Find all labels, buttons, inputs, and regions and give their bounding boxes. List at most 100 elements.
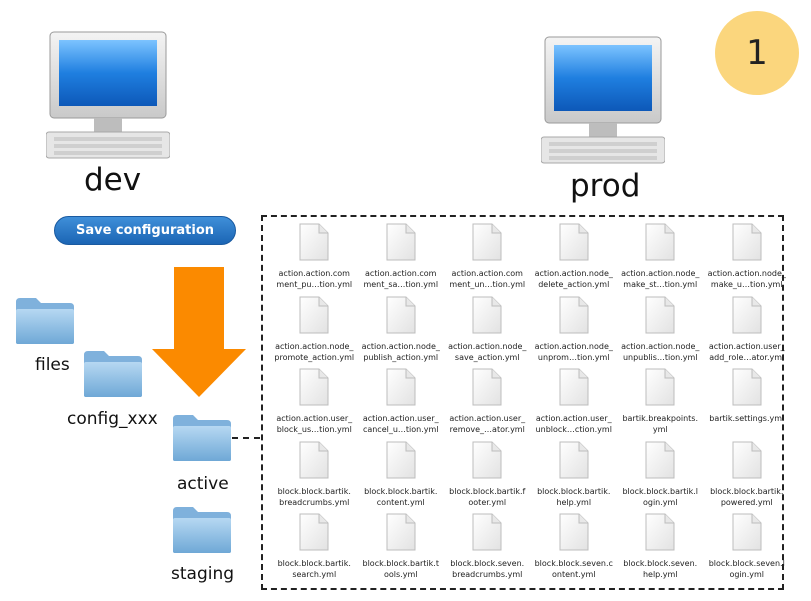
- file-name: block.block.bartik. search.yml: [277, 559, 351, 579]
- file-item[interactable]: action.action.user_ unblock…ction.yml: [531, 368, 618, 441]
- file-name: block.block.seven.l ogin.yml: [708, 559, 785, 579]
- file-name: block.block.seven. breadcrumbs.yml: [450, 559, 525, 579]
- file-item[interactable]: block.block.bartik. search.yml: [271, 513, 358, 586]
- file-doc-icon: [559, 223, 589, 265]
- file-name: action.action.com ment_sa…tion.yml: [363, 269, 439, 289]
- file-item[interactable]: action.action.user_ add_role…ator.yml: [704, 296, 791, 369]
- file-name: block.block.seven. help.yml: [623, 559, 698, 579]
- file-doc-icon: [732, 296, 762, 338]
- file-name: action.action.node_ delete_action.yml: [534, 269, 613, 289]
- file-name: bartik.settings.yml: [709, 414, 785, 423]
- config-folder-icon[interactable]: [82, 349, 142, 399]
- file-item[interactable]: action.action.com ment_sa…tion.yml: [358, 223, 445, 296]
- file-item[interactable]: action.action.node_ promote_action.yml: [271, 296, 358, 369]
- file-item[interactable]: block.block.bartik. powered.yml: [704, 441, 791, 514]
- file-item[interactable]: bartik.settings.yml: [704, 368, 791, 441]
- file-item[interactable]: action.action.user_ cancel_u…tion.yml: [358, 368, 445, 441]
- file-doc-icon: [472, 441, 502, 483]
- file-item[interactable]: action.action.com ment_un…tion.yml: [444, 223, 531, 296]
- file-name: block.block.seven.c ontent.yml: [534, 559, 613, 579]
- file-item[interactable]: block.block.bartik.t ools.yml: [358, 513, 445, 586]
- file-item[interactable]: action.action.node_ delete_action.yml: [531, 223, 618, 296]
- file-name: block.block.bartik.l ogin.yml: [622, 486, 699, 507]
- file-item[interactable]: block.block.bartik.f ooter.yml: [444, 441, 531, 514]
- file-item[interactable]: action.action.user_ remove_…ator.yml: [444, 368, 531, 441]
- file-name: block.block.bartik.t ools.yml: [362, 559, 439, 579]
- file-name: block.block.bartik. content.yml: [364, 486, 438, 507]
- file-doc-icon: [299, 296, 329, 338]
- file-doc-icon: [559, 513, 589, 555]
- file-item[interactable]: action.action.node_ make_u…tion.yml: [704, 223, 791, 296]
- step-badge: 1: [715, 11, 799, 95]
- file-doc-icon: [732, 368, 762, 410]
- file-item[interactable]: action.action.node_ publish_action.yml: [358, 296, 445, 369]
- file-doc-icon: [559, 441, 589, 483]
- save-configuration-button[interactable]: Save configuration: [54, 216, 236, 245]
- file-doc-icon: [559, 368, 589, 410]
- prod-label: prod: [570, 168, 641, 204]
- file-item[interactable]: block.block.seven.c ontent.yml: [531, 513, 618, 586]
- file-doc-icon: [386, 223, 416, 265]
- file-item[interactable]: block.block.bartik. help.yml: [531, 441, 618, 514]
- file-doc-icon: [472, 368, 502, 410]
- file-doc-icon: [472, 223, 502, 265]
- file-item[interactable]: block.block.bartik. content.yml: [358, 441, 445, 514]
- file-doc-icon: [732, 223, 762, 265]
- file-doc-icon: [386, 296, 416, 338]
- file-item[interactable]: action.action.node_ unprom…tion.yml: [531, 296, 618, 369]
- file-name: action.action.node_ make_u…tion.yml: [707, 269, 786, 289]
- prod-computer-icon: [540, 35, 666, 165]
- dev-computer-icon: [45, 30, 171, 160]
- staging-folder-label: staging: [171, 564, 235, 584]
- file-item[interactable]: action.action.user_ block_us…tion.yml: [271, 368, 358, 441]
- file-doc-icon: [299, 368, 329, 410]
- file-doc-icon: [645, 368, 675, 410]
- file-item[interactable]: action.action.node_ unpublis…tion.yml: [617, 296, 704, 369]
- file-name: action.action.node_ make_st…tion.yml: [621, 269, 700, 289]
- file-item[interactable]: block.block.bartik. breadcrumbs.yml: [271, 441, 358, 514]
- file-doc-icon: [386, 368, 416, 410]
- file-doc-icon: [299, 441, 329, 483]
- down-arrow-icon: [152, 267, 246, 397]
- file-name: bartik.breakpoints. yml: [622, 414, 699, 434]
- file-doc-icon: [645, 223, 675, 265]
- file-name: action.action.user_ add_role…ator.yml: [708, 341, 785, 362]
- file-name: action.action.node_ publish_action.yml: [361, 341, 440, 362]
- file-item[interactable]: block.block.seven. help.yml: [617, 513, 704, 586]
- file-doc-icon: [472, 513, 502, 555]
- file-name: action.action.user_ remove_…ator.yml: [449, 414, 526, 434]
- dev-label: dev: [84, 162, 142, 198]
- file-doc-icon: [732, 441, 762, 483]
- file-doc-icon: [472, 296, 502, 338]
- file-doc-icon: [645, 513, 675, 555]
- file-doc-icon: [645, 441, 675, 483]
- file-item[interactable]: action.action.node_ make_st…tion.yml: [617, 223, 704, 296]
- active-folder-label: active: [177, 474, 229, 494]
- file-name: action.action.user_ block_us…tion.yml: [276, 414, 353, 434]
- active-folder-icon[interactable]: [171, 413, 231, 463]
- file-doc-icon: [299, 223, 329, 265]
- file-item[interactable]: block.block.seven. breadcrumbs.yml: [444, 513, 531, 586]
- file-doc-icon: [299, 513, 329, 555]
- file-item[interactable]: block.block.bartik.l ogin.yml: [617, 441, 704, 514]
- file-name: action.action.node_ save_action.yml: [448, 341, 527, 362]
- file-name: block.block.bartik. powered.yml: [710, 486, 784, 507]
- file-doc-icon: [386, 441, 416, 483]
- file-name: action.action.node_ promote_action.yml: [274, 341, 355, 362]
- file-item[interactable]: bartik.breakpoints. yml: [617, 368, 704, 441]
- file-name: action.action.node_ unprom…tion.yml: [534, 341, 613, 362]
- file-item[interactable]: action.action.node_ save_action.yml: [444, 296, 531, 369]
- files-folder-icon[interactable]: [14, 296, 74, 346]
- file-item[interactable]: block.block.seven.l ogin.yml: [704, 513, 791, 586]
- dashed-connector: [232, 437, 260, 439]
- file-name: action.action.user_ cancel_u…tion.yml: [362, 414, 439, 434]
- file-name: block.block.bartik. help.yml: [537, 486, 611, 507]
- file-doc-icon: [732, 513, 762, 555]
- file-doc-icon: [559, 296, 589, 338]
- file-name: action.action.node_ unpublis…tion.yml: [621, 341, 700, 362]
- files-folder-label: files: [35, 355, 70, 375]
- staging-folder-icon[interactable]: [171, 505, 231, 555]
- file-item[interactable]: action.action.com ment_pu…tion.yml: [271, 223, 358, 296]
- file-name: action.action.user_ unblock…ction.yml: [535, 414, 612, 434]
